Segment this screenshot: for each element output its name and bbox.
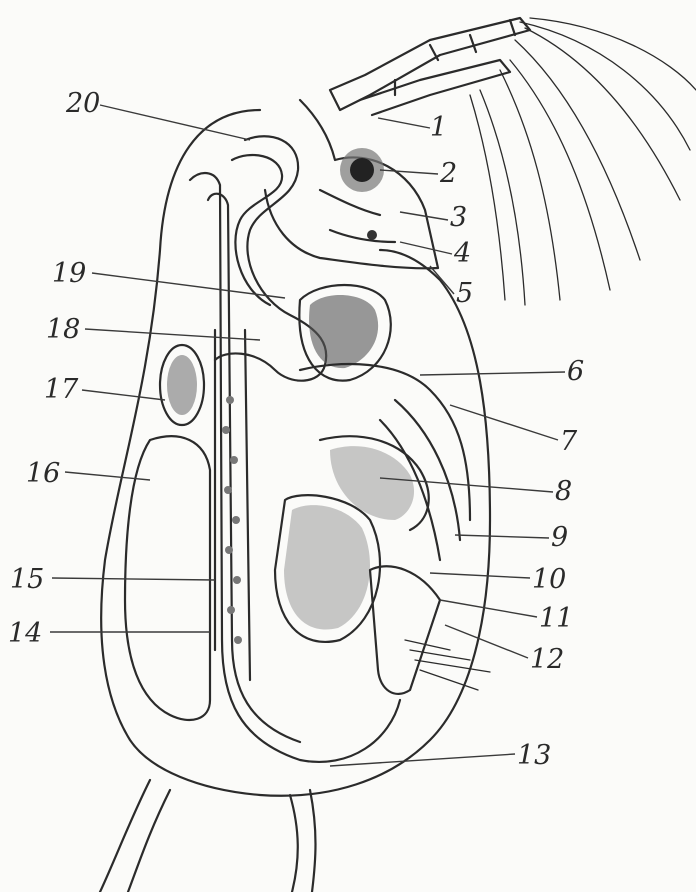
label-10: 10: [532, 564, 566, 595]
label-14: 14: [8, 618, 42, 649]
label-13: 13: [517, 740, 551, 771]
label-3: 3: [450, 202, 467, 233]
ocellus: [367, 230, 377, 240]
antenna: [330, 18, 696, 305]
label-5: 5: [456, 278, 473, 309]
label-18: 18: [46, 314, 80, 345]
label-1: 1: [430, 112, 447, 143]
tail-spine: [100, 780, 170, 892]
label-2: 2: [439, 158, 457, 189]
compound-eye: [340, 148, 384, 192]
label-7: 7: [560, 426, 578, 457]
label-8: 8: [555, 476, 572, 507]
brood-mass: [275, 495, 380, 642]
label-12: 12: [530, 644, 564, 675]
carapace: [101, 110, 490, 796]
label-4: 4: [453, 238, 471, 269]
shell-gland: [160, 345, 204, 425]
label-9: 9: [551, 522, 568, 553]
label-16: 16: [26, 458, 60, 489]
label-6: 6: [567, 356, 584, 387]
intestine: [215, 136, 326, 380]
label-17: 17: [44, 374, 79, 405]
label-19: 19: [52, 258, 86, 289]
label-11: 11: [539, 603, 573, 634]
label-15: 15: [10, 564, 44, 595]
part-labels: 20 1 2 3 4 5 19 18 6 17 7 16 8 9 15 10 1…: [8, 88, 584, 771]
postabdomen: [370, 566, 440, 694]
label-20: 20: [65, 88, 100, 119]
